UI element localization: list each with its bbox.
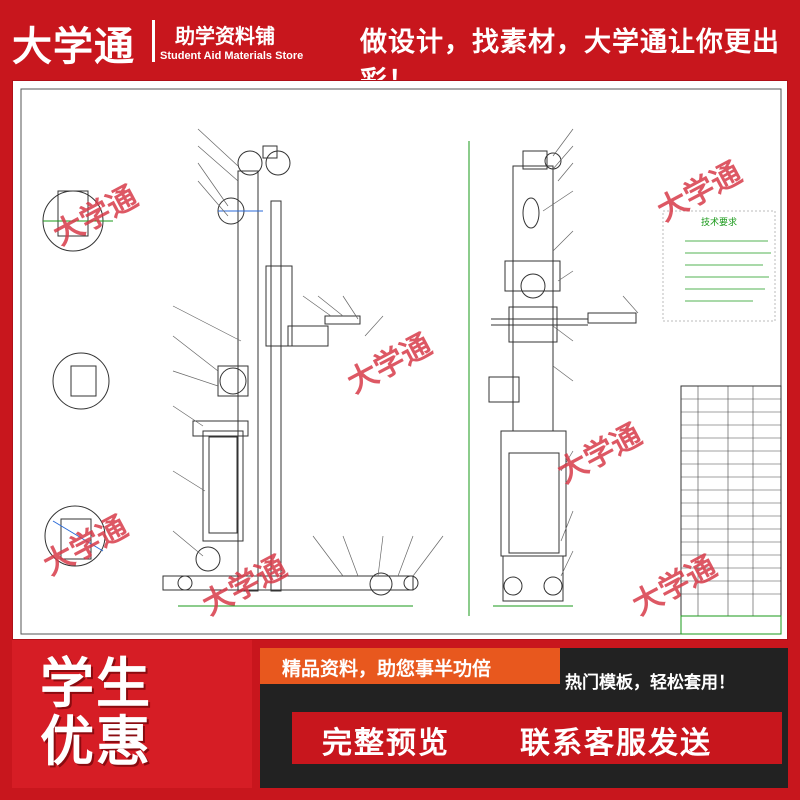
promo-panel (12, 640, 252, 788)
store-name-en: Student Aid Materials Store (160, 50, 304, 62)
cad-drawing-canvas: 技术要求 大学通 大学通 大学通 大学通 大学通 大学通 大学通 (12, 80, 788, 640)
cad-drawing: 技术要求 (20, 88, 782, 635)
tagline-templates: 热门模板，轻松套用！ (565, 673, 735, 693)
notes-title: 技术要求 (701, 216, 737, 228)
header-divider (152, 20, 155, 62)
cta-bar (292, 712, 782, 764)
promo-text: 学生 优惠 (40, 655, 152, 771)
promo-line-1: 学生 (40, 652, 152, 715)
cta-preview: 完整预览 (322, 726, 450, 761)
tagline-quality: 精品资料，助您事半功倍 (282, 658, 492, 680)
cta-contact: 联系客服发送 (520, 726, 712, 761)
brand-logo-text: 大学通 (12, 24, 135, 70)
store-name-cn: 助学资料铺 (175, 24, 275, 48)
tagline-highlight (260, 648, 560, 684)
promo-line-2: 优惠 (40, 710, 152, 773)
header-bar: 大学通 助学资料铺 Student Aid Materials Store 做设… (0, 0, 800, 97)
